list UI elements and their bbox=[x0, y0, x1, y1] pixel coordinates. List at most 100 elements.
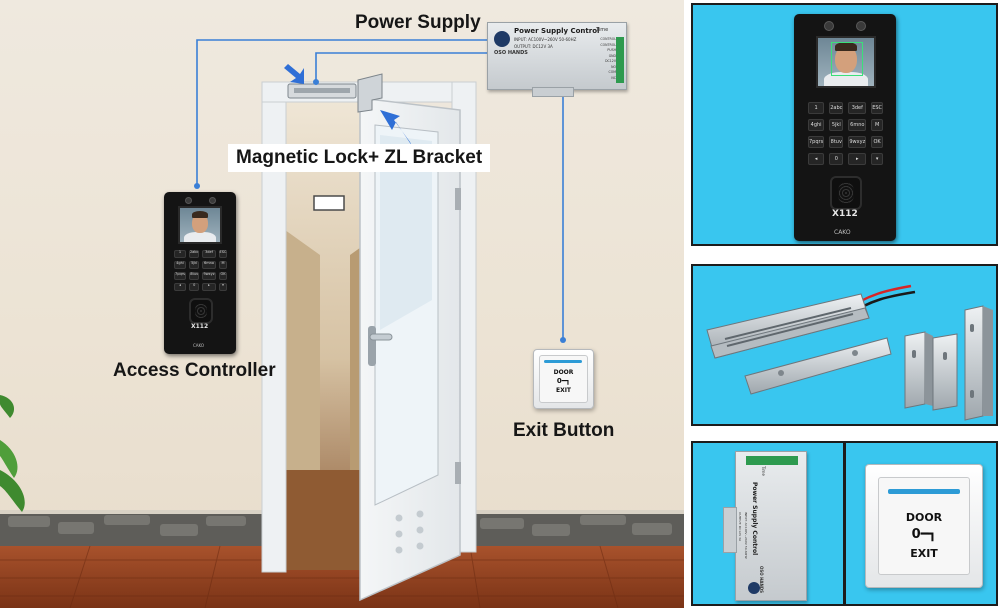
device-model: X112 bbox=[832, 209, 858, 219]
room-illustration bbox=[0, 39, 684, 608]
fingerprint-sensor[interactable] bbox=[830, 176, 862, 210]
exit-button-closeup[interactable]: DOOR 0━┓ EXIT bbox=[865, 464, 983, 588]
key[interactable]: 5jkl bbox=[188, 261, 200, 269]
zl-bracket bbox=[357, 73, 383, 113]
terminal-label: GND bbox=[608, 53, 616, 58]
power-supply-time: Time bbox=[596, 27, 609, 33]
panel-power-supply: Power Supply Control Time OSO HANDS INPU… bbox=[691, 441, 845, 606]
key[interactable]: 4ghi bbox=[808, 119, 825, 131]
key[interactable]: ▸ bbox=[848, 153, 867, 165]
bracket-holes bbox=[912, 324, 974, 398]
key[interactable]: M bbox=[871, 119, 884, 131]
key[interactable]: 6mno bbox=[202, 261, 216, 269]
lock-coil-line bbox=[724, 307, 852, 340]
panel-magnetic-lock bbox=[691, 264, 998, 426]
key[interactable]: 6mno bbox=[848, 119, 867, 131]
key[interactable]: OK bbox=[218, 272, 228, 280]
camera-icon bbox=[824, 21, 834, 31]
key[interactable]: 0 bbox=[829, 153, 844, 165]
key[interactable]: M bbox=[218, 261, 228, 269]
key[interactable]: 1 bbox=[808, 102, 825, 114]
power-supply-closeup: Power Supply Control Time OSO HANDS INPU… bbox=[735, 451, 807, 601]
l-bracket bbox=[904, 331, 926, 409]
door-decor-dots bbox=[395, 510, 424, 554]
key[interactable]: ▾ bbox=[218, 283, 228, 291]
plant bbox=[0, 395, 25, 512]
terminal-label: NC bbox=[611, 75, 616, 80]
face-screen bbox=[178, 206, 222, 244]
magnetic-lock-face bbox=[294, 88, 350, 93]
exit-door-text: DOOR bbox=[905, 511, 943, 524]
face-detect-frame bbox=[831, 42, 863, 76]
power-supply-logo bbox=[494, 31, 510, 47]
key[interactable]: 2abc bbox=[188, 250, 200, 258]
label-magnetic-lock: Magnetic Lock+ ZL Bracket bbox=[228, 144, 491, 172]
panel-exit-button: DOOR 0━┓ EXIT bbox=[844, 441, 998, 606]
power-supply-terminals bbox=[616, 37, 624, 83]
exit-exit-text: EXIT bbox=[910, 547, 938, 560]
wire-power-to-controller bbox=[196, 39, 489, 186]
key[interactable]: 4ghi bbox=[174, 261, 186, 269]
portrait-face bbox=[835, 45, 857, 73]
key[interactable]: 8tuv bbox=[829, 136, 844, 148]
power-supply-time: Time bbox=[761, 466, 766, 476]
terminal-label: CONTROL bbox=[600, 37, 616, 41]
key[interactable]: 7pqrs bbox=[808, 136, 825, 148]
door-window-reflection bbox=[380, 135, 432, 330]
key[interactable]: 1 bbox=[174, 250, 186, 258]
door-hinge-top bbox=[455, 188, 461, 210]
device-brand: CAKO bbox=[193, 343, 205, 348]
key[interactable]: ◂ bbox=[174, 283, 186, 291]
exit-door-text: DOOR bbox=[553, 369, 574, 376]
camera-icon bbox=[209, 197, 216, 204]
key[interactable]: 5jkl bbox=[829, 119, 844, 131]
corridor-light-panel bbox=[313, 195, 345, 211]
power-supply-unit: Power Supply Control Time OSO HANDS INPU… bbox=[487, 22, 627, 97]
key[interactable]: ESC bbox=[218, 250, 228, 258]
power-supply-output: OUTPUT: DC12V 3A bbox=[738, 512, 742, 542]
key[interactable]: 3def bbox=[202, 250, 216, 258]
camera-icon bbox=[856, 21, 866, 31]
exit-exit-text: EXIT bbox=[555, 387, 572, 394]
key[interactable]: 2abc bbox=[829, 102, 844, 114]
terminal-label: PUSH bbox=[607, 48, 616, 52]
device-brand: CAKO bbox=[834, 229, 851, 236]
arrow-to-bracket bbox=[380, 110, 412, 146]
panel-access-controller: 1 2abc 3def ESC 4ghi 5jkl 6mno M 7pqrs 8… bbox=[691, 3, 998, 246]
key[interactable]: ESC bbox=[871, 102, 884, 114]
key[interactable]: ◂ bbox=[808, 153, 825, 165]
fingerprint-sensor[interactable] bbox=[189, 298, 213, 324]
key[interactable]: 3def bbox=[848, 102, 867, 114]
power-supply-input: INPUT: AC100V~260V 50-60HZ bbox=[744, 512, 748, 559]
key[interactable]: ▾ bbox=[871, 153, 884, 165]
arrow-to-lock bbox=[284, 64, 304, 84]
door-hinge-bottom bbox=[455, 462, 461, 484]
wire-power-to-lock bbox=[315, 52, 489, 82]
indicator-bar bbox=[888, 489, 960, 494]
camera-icon bbox=[185, 197, 192, 204]
key[interactable]: 7pqrs bbox=[174, 272, 186, 280]
key[interactable]: ▸ bbox=[202, 283, 216, 291]
keypad: 1 2abc 3def ESC 4ghi 5jkl 6mno M 7pqrs 8… bbox=[174, 250, 228, 291]
exit-button-device[interactable]: DOOR 0━┓ EXIT bbox=[533, 349, 594, 409]
z-bracket bbox=[932, 333, 958, 411]
key[interactable]: 0 bbox=[188, 283, 200, 291]
access-controller-device: 1 2abc 3def ESC 4ghi 5jkl 6mno M 7pqrs 8… bbox=[164, 192, 236, 354]
mounting-tab bbox=[532, 87, 574, 97]
key-icon: 0━┓ bbox=[911, 527, 937, 542]
key[interactable]: OK bbox=[871, 136, 884, 148]
terminal-label: DC12V bbox=[605, 59, 616, 63]
terminal-label: COM bbox=[608, 70, 617, 74]
key-icon: 0━┓ bbox=[556, 377, 571, 385]
terminal-label: CONTROL bbox=[600, 42, 616, 47]
portrait-face bbox=[192, 213, 208, 233]
l-bracket-side bbox=[925, 332, 933, 406]
key[interactable]: 8tuv bbox=[188, 272, 200, 280]
power-supply-terminals bbox=[746, 456, 798, 465]
key[interactable]: 9wxyz bbox=[202, 272, 216, 280]
tall-bracket-flange bbox=[983, 306, 993, 416]
corridor-wall-left bbox=[285, 230, 320, 520]
key[interactable]: 9wxyz bbox=[848, 136, 867, 148]
installation-scene: Power Supply Magnetic Lock+ ZL Bracket A… bbox=[0, 0, 684, 608]
